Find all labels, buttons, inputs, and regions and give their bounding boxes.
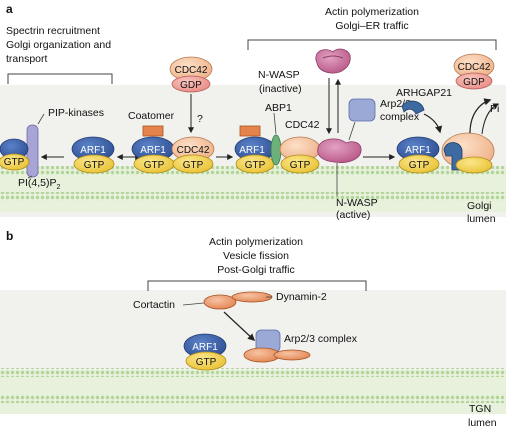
nwasp-inactive-line-1: N-WASP	[258, 69, 300, 81]
gtp-label: GTP	[290, 160, 311, 171]
gtp-oval	[172, 154, 214, 174]
tgn-membrane-inner-leaflet	[0, 394, 506, 403]
panel-b-label: b	[6, 229, 13, 243]
coatomer-shape	[142, 125, 164, 137]
arf1-gtp-complex-5: ARF1 GTP	[396, 136, 440, 174]
nwasp-inactive-line-2: (inactive)	[259, 83, 302, 95]
arf1-gtp-complex-3: ARF1 GTP	[131, 136, 175, 174]
gtp-oval	[398, 154, 440, 174]
nwasp-inactive-shape	[315, 48, 351, 74]
arp23-complex-shape	[348, 98, 376, 122]
bracket-right-line-1: Actin polymerization	[325, 6, 419, 18]
gtp-oval	[455, 156, 493, 174]
gtp-oval	[185, 351, 227, 371]
pi-label: Pi	[490, 103, 499, 115]
bracket-spectrin: Spectrin recruitment Golgi organization …	[6, 25, 113, 84]
arhgap21: ARHGAP21	[396, 87, 452, 134]
tgn-lumen-line-2: lumen	[468, 417, 497, 429]
arf1-label: ARF1	[405, 145, 431, 156]
gdp-label: GDP	[463, 77, 485, 88]
bracket-b-line-2: Vesicle fission	[223, 250, 289, 262]
arrow-to-arp23-assembly	[223, 311, 256, 341]
coatomer-label: Coatomer	[128, 110, 175, 122]
abp1-label: ABP1	[265, 102, 292, 114]
cdc42-label: CDC42	[175, 65, 208, 76]
arrow-pi-release	[481, 103, 500, 135]
bracket-right-line-2: Golgi–ER traffic	[335, 20, 408, 32]
cortactin-shape	[203, 294, 237, 310]
gtp-label: GTP	[196, 357, 217, 368]
arf1-gtp-complex-1: GTP	[0, 138, 30, 171]
bracket-b-line-1: Actin polymerization	[209, 236, 303, 248]
bracket-left-line-1: Spectrin recruitment	[6, 25, 100, 37]
gdp-oval	[171, 75, 211, 93]
bracket-left-line-3: transport	[6, 53, 48, 65]
dynamin2-label: Dynamin-2	[276, 291, 327, 303]
gtp-oval	[73, 154, 115, 174]
arf1-label: ARF1	[239, 145, 265, 156]
bracket-left-line-2: Golgi organization and	[6, 39, 111, 51]
cortactin-label: Cortactin	[133, 299, 175, 311]
coatomer-shape	[239, 125, 261, 137]
cdc42-label: CDC42	[177, 145, 210, 156]
nwasp-inactive: N-WASP (inactive)	[258, 48, 351, 95]
tgn-membrane-band	[0, 370, 506, 414]
gtp-oval	[280, 154, 320, 174]
cdc42-label: CDC42	[285, 119, 320, 131]
question-mark: ?	[197, 113, 203, 125]
arp23-cortactin-dynamin-assembly: Arp2/3 complex	[243, 329, 358, 363]
coatomer: Coatomer	[128, 110, 175, 137]
arhgap21-label: ARHGAP21	[396, 87, 452, 99]
golgi-lumen-line-1: Golgi	[467, 200, 492, 212]
golgi-membrane-inner-leaflet	[0, 192, 506, 201]
gtp-label: GTP	[245, 160, 266, 171]
nwasp-active-shape	[317, 138, 362, 163]
arf1-label: ARF1	[192, 342, 218, 353]
arp23-label: Arp2/3 complex	[284, 333, 358, 345]
tgn-membrane-outer-leaflet	[0, 368, 506, 377]
cortactin-dynamin2-complex: Cortactin Dynamin-2	[133, 291, 327, 311]
arrow-arhgap21-to-cdc42	[423, 113, 443, 134]
golgi-lumen-line-2: lumen	[467, 213, 496, 225]
pip-kinases: PIP-kinases	[26, 107, 104, 178]
gtp-label: GTP	[409, 160, 430, 171]
cdc42-gdp-complex-right: CDC42 GDP	[453, 53, 495, 90]
abp1-shape	[270, 134, 282, 166]
arf1-gtp-complex-b: ARF1 GTP	[183, 333, 227, 371]
nwasp-active-line-1: N-WASP	[336, 197, 378, 209]
gdp-label: GDP	[180, 80, 202, 91]
panel-a-label: a	[6, 2, 13, 16]
tgn-lumen-line-1: TGN	[469, 403, 491, 415]
cdc42-gtp-complex-1: CDC42 GTP	[171, 136, 215, 174]
arf1-gtp-complex-2: ARF1 GTP	[71, 136, 115, 174]
gtp-label: GTP	[84, 160, 105, 171]
dynamin2-bound-shape	[273, 349, 311, 361]
gdp-oval	[455, 72, 493, 90]
nwasp-active-line-2: (active)	[336, 209, 370, 221]
arhgap21-shape	[401, 100, 425, 115]
bracket-actin-golgi-er: Actin polymerization Golgi–ER traffic	[247, 6, 497, 50]
gtp-oval	[0, 153, 30, 171]
arrow-to-cdc42-gdp	[469, 98, 492, 134]
pip-kinases-label: PIP-kinases	[48, 107, 104, 119]
arf1-label: ARF1	[80, 145, 106, 156]
arf1-label: ARF1	[140, 145, 166, 156]
gtp-label: GTP	[144, 160, 165, 171]
cdc42-label: CDC42	[458, 62, 491, 73]
bracket-b-line-3: Post-Golgi traffic	[217, 264, 294, 276]
pip2-label: PI(4,5)P2	[18, 177, 61, 191]
nwasp-active-arp23-complex: Arp2/3 complex N-WASP (active)	[317, 98, 420, 221]
bracket-actin-vesicle: Actin polymerization Vesicle fission Pos…	[147, 236, 367, 291]
gtp-label: GTP	[183, 160, 204, 171]
panel-a: a Spectrin recruitment Golgi organizatio…	[0, 2, 506, 225]
cdc42-gdp-pi-complex: Pi	[441, 98, 500, 174]
panel-b: b Actin polymerization Vesicle fission P…	[0, 229, 506, 429]
golgi-membrane-band	[0, 168, 506, 212]
arf1-abp1-cdc42-complex: ARF1 GTP ABP1 GTP CDC42	[234, 102, 321, 174]
arp23-line-2: complex	[380, 111, 420, 123]
pip-kinase-shape	[26, 124, 39, 178]
cdc42-gdp-complex-top: CDC42 GDP	[169, 56, 213, 93]
gtp-label: GTP	[4, 157, 25, 168]
